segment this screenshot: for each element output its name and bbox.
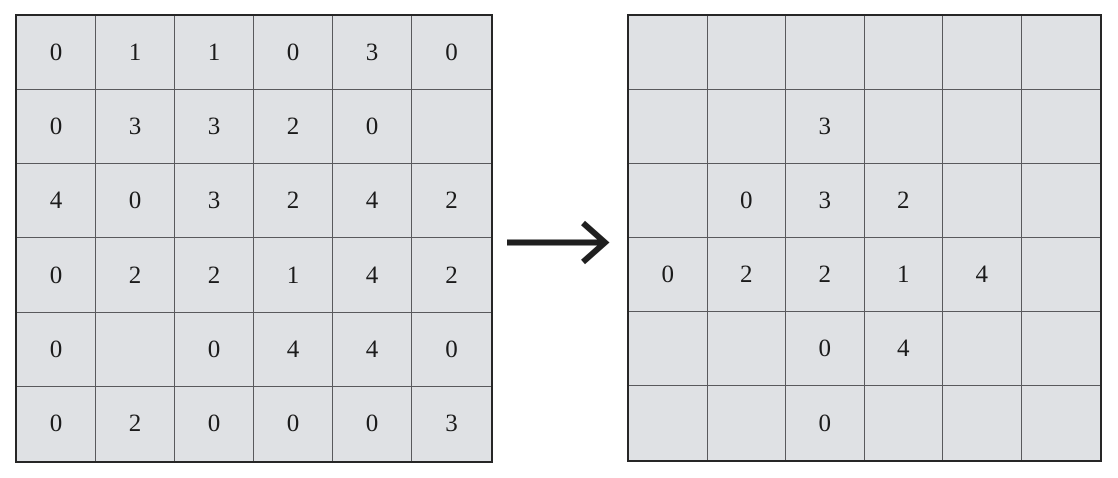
matrix-cell: 0: [17, 90, 96, 165]
matrix-cell: 1: [254, 238, 333, 313]
matrix-cell: [707, 312, 786, 386]
matrix-cell: [629, 90, 708, 164]
matrix-cell: 2: [707, 238, 786, 312]
matrix-cell: 0: [254, 16, 333, 91]
matrix-cell: 2: [864, 164, 943, 238]
matrix-cell: [629, 164, 708, 238]
matrix-cell: [412, 90, 491, 165]
matrix-cell: [943, 16, 1022, 90]
matrix-cell: [943, 90, 1022, 164]
matrix-cell: 4: [333, 164, 412, 239]
matrix-cell: [1021, 312, 1100, 386]
matrix-cell: [1021, 90, 1100, 164]
matrix-cell: 2: [412, 238, 491, 313]
matrix-cell: 0: [17, 386, 96, 461]
matrix-cell: [1021, 238, 1100, 312]
matrix-cell: 0: [786, 386, 865, 460]
matrix-cell: 0: [333, 90, 412, 165]
matrix-cell: [629, 312, 708, 386]
matrix-cell: 0: [412, 312, 491, 387]
right-arrow-icon: [503, 218, 613, 268]
matrix-cell: 0: [707, 164, 786, 238]
matrix-cell: 1: [864, 238, 943, 312]
matrix-cell: 2: [786, 238, 865, 312]
matrix-cell: 2: [175, 238, 254, 313]
matrix-cell: [864, 386, 943, 460]
matrix-cell: 3: [96, 90, 175, 165]
matrix-cell: 2: [96, 238, 175, 313]
matrix-cell: [707, 386, 786, 460]
matrix-cell: [943, 164, 1022, 238]
matrix-cell: 0: [254, 386, 333, 461]
matrix-cell: 2: [96, 386, 175, 461]
matrix-cell: 0: [786, 312, 865, 386]
matrix-cell: 4: [333, 312, 412, 387]
matrix-cell: 4: [943, 238, 1022, 312]
matrix-cell: [707, 90, 786, 164]
matrix-cell: 3: [333, 16, 412, 91]
matrix-cell: 3: [786, 90, 865, 164]
matrix-cell: 1: [175, 16, 254, 91]
matrix-cell: 0: [96, 164, 175, 239]
matrix-cell: 4: [254, 312, 333, 387]
matrix-cell: [864, 90, 943, 164]
matrix-cell: 4: [17, 164, 96, 239]
matrix-cell: 4: [333, 238, 412, 313]
matrix-cell: [1021, 164, 1100, 238]
matrix-cell: 0: [17, 16, 96, 91]
matrix-cell: 3: [786, 164, 865, 238]
matrix-cell: 3: [175, 164, 254, 239]
matrix-cell: [786, 16, 865, 90]
matrix-cell: [629, 16, 708, 90]
matrix-cell: [629, 386, 708, 460]
matrix-cell: 2: [254, 164, 333, 239]
matrix-cell: 2: [254, 90, 333, 165]
matrix-cell: [1021, 386, 1100, 460]
matrix-cell: [943, 312, 1022, 386]
matrix-cell: 0: [17, 312, 96, 387]
matrix-cell: 2: [412, 164, 491, 239]
matrix-cell: [864, 16, 943, 90]
matrix-cell: 3: [412, 386, 491, 461]
matrix-cell: 4: [864, 312, 943, 386]
matrix-cell: 0: [17, 238, 96, 313]
matrix-cell: [1021, 16, 1100, 90]
matrix-cell: [707, 16, 786, 90]
matrix-cell: [96, 312, 175, 387]
matrix-cell: 0: [333, 386, 412, 461]
matrix-cell: 0: [412, 16, 491, 91]
matrix-cell: [943, 386, 1022, 460]
matrix-cell: 0: [175, 312, 254, 387]
matrix-cell: 0: [629, 238, 708, 312]
matrix-cell: 1: [96, 16, 175, 91]
matrix-cell: 0: [175, 386, 254, 461]
matrix-cell: 3: [175, 90, 254, 165]
